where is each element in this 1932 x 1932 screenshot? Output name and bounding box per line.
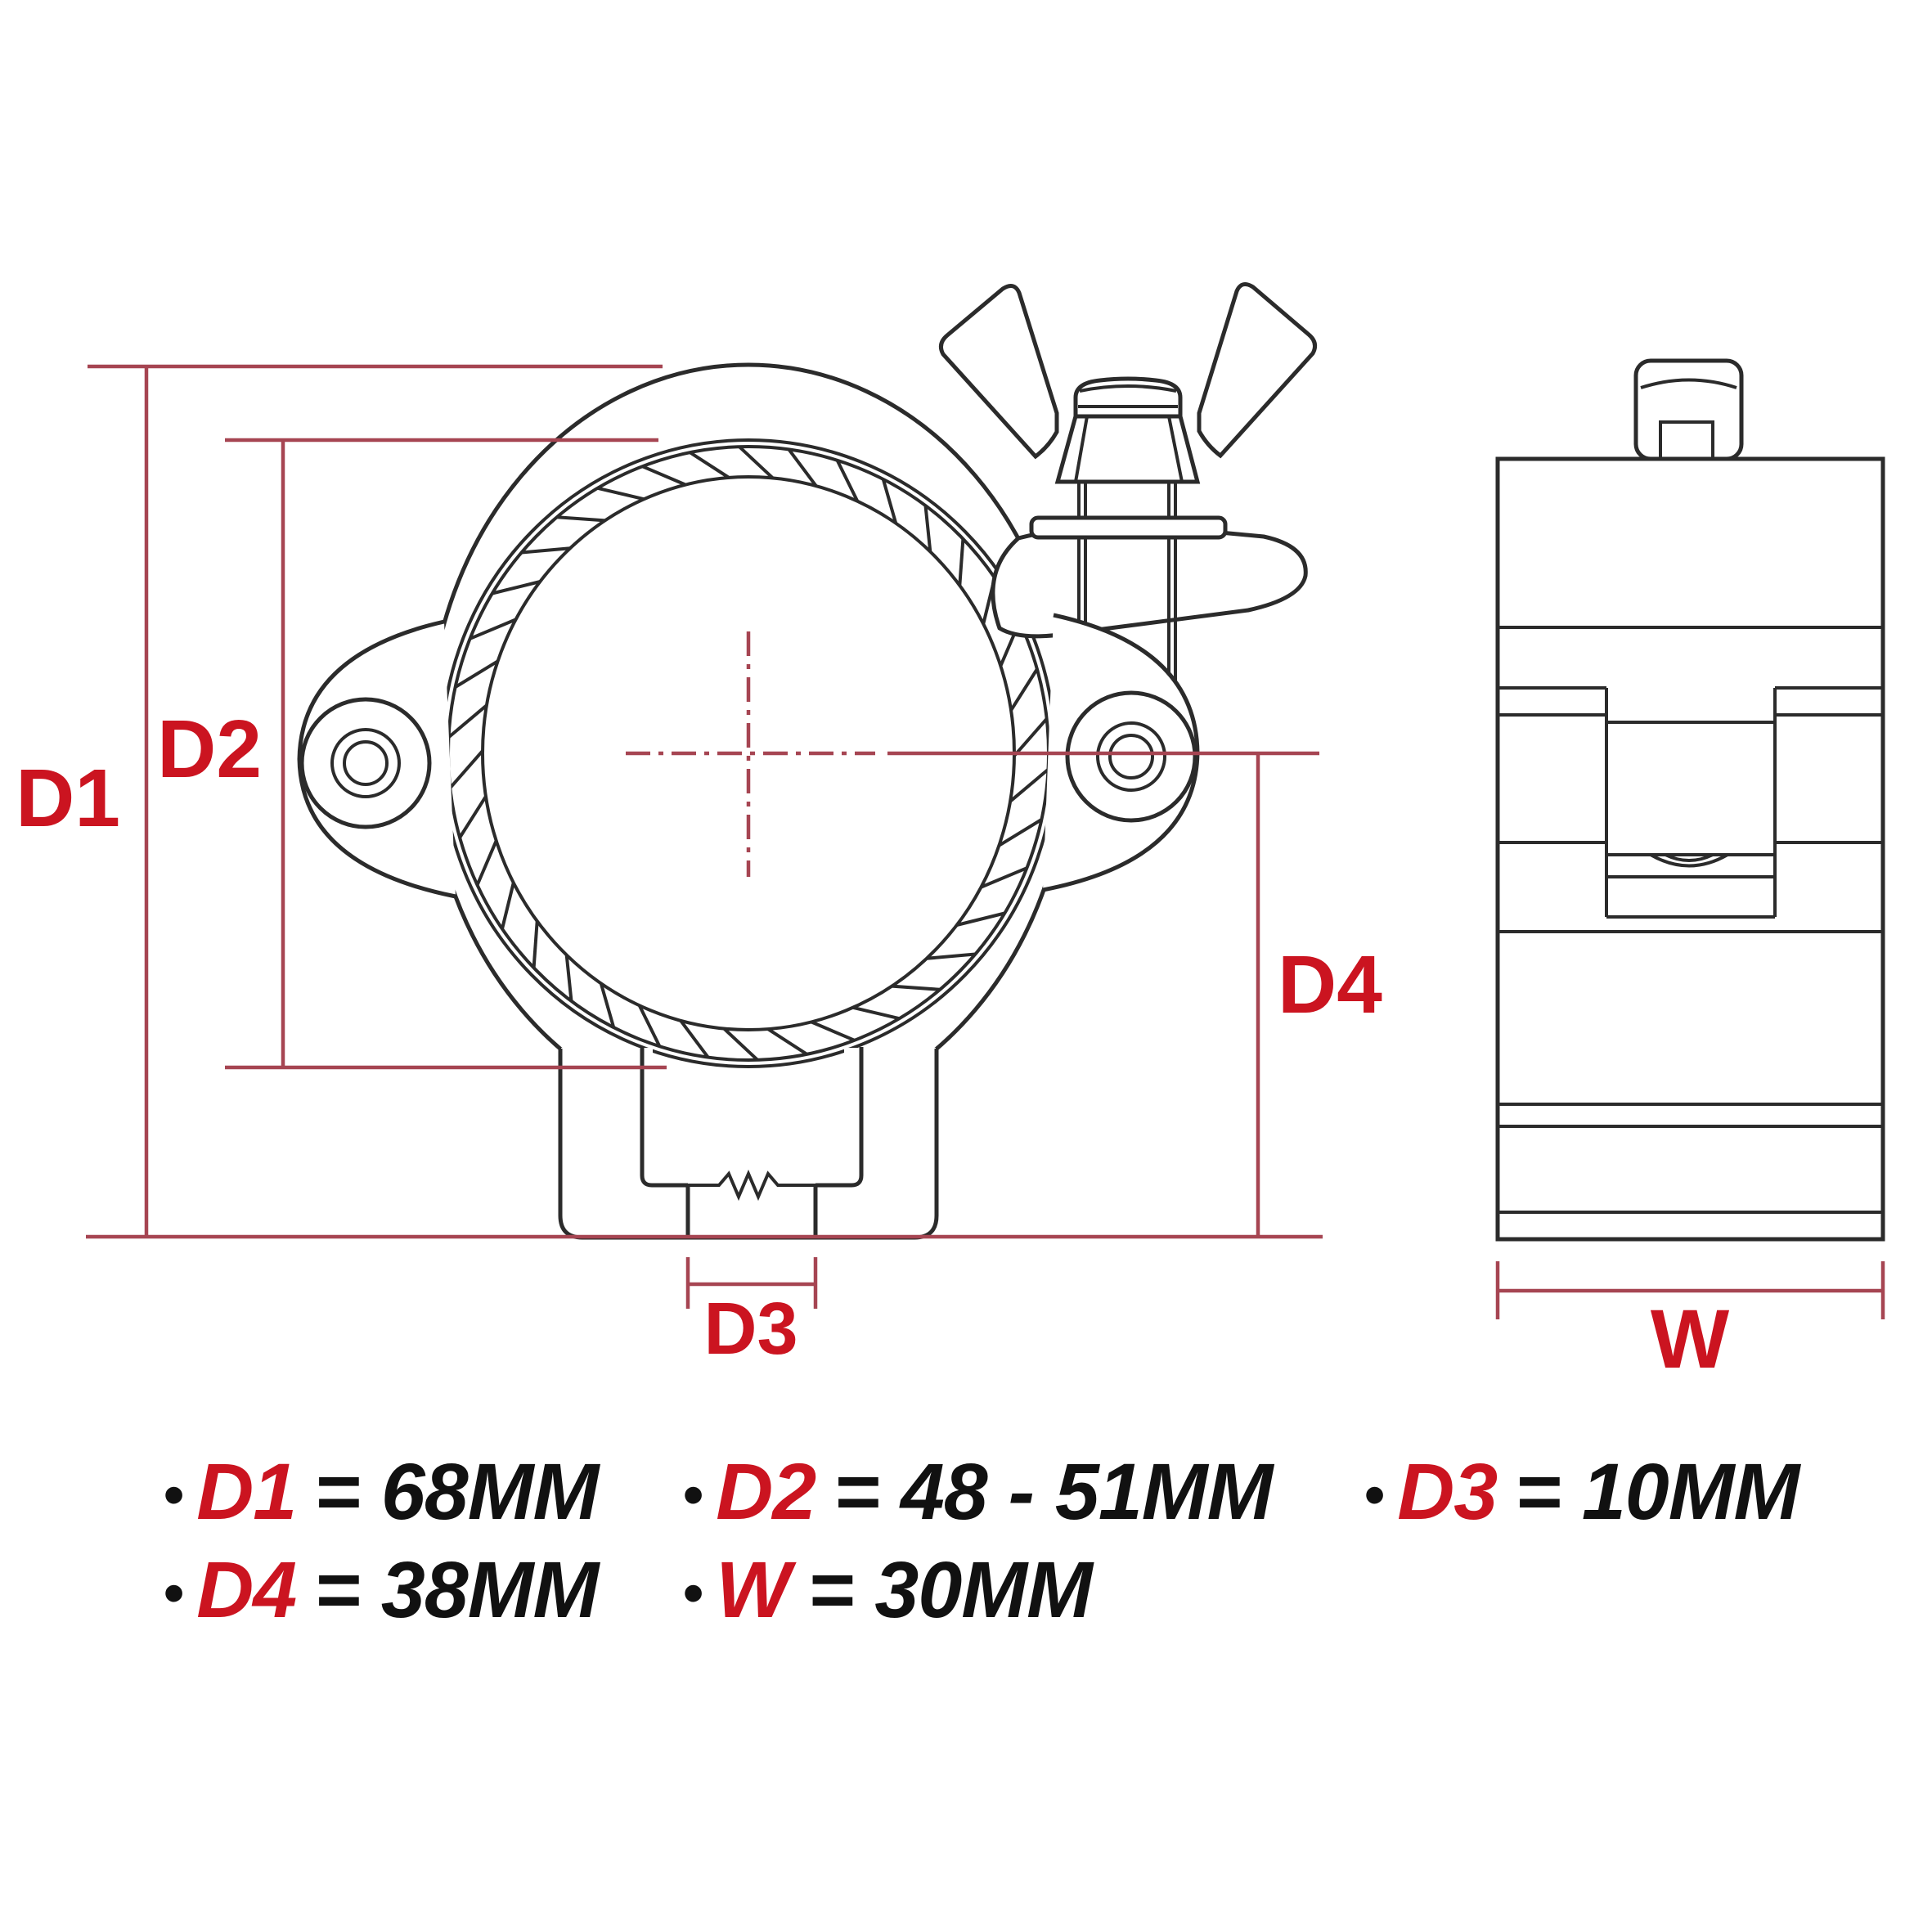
legend-w-label: W <box>716 1545 791 1634</box>
washer <box>1029 515 1228 540</box>
legend-d2-value: = 48 - 51MM <box>833 1447 1273 1536</box>
wing-left <box>938 283 1059 460</box>
dimension-labels: D1 D2 D3 D4 W <box>16 703 1730 1386</box>
legend-item-d3: • D3 = 10MM <box>1364 1446 1799 1538</box>
label-w: W <box>1651 1292 1730 1386</box>
side-tab-slot <box>1659 420 1714 461</box>
side-body <box>1495 456 1885 1242</box>
thread-zigzag <box>688 1169 815 1202</box>
nut-body <box>1054 414 1201 484</box>
clamp-lever-beak <box>991 523 1308 639</box>
nut-cap <box>1073 376 1183 419</box>
legend-item-d4: • D4 = 38MM <box>164 1544 599 1636</box>
legend-d1-label: D1 <box>196 1447 297 1536</box>
wing-right <box>1197 281 1318 459</box>
legend-w-value: = 30MM <box>807 1545 1093 1634</box>
legend-d3-value: = 10MM <box>1515 1447 1799 1536</box>
clamp-side-view <box>1495 358 1885 1242</box>
bullet-icon: • <box>1364 1462 1385 1528</box>
legend-d1-value: = 68MM <box>314 1447 599 1536</box>
label-d3: D3 <box>703 1288 798 1370</box>
legend-d4-label: D4 <box>196 1545 297 1634</box>
legend-d4-value: = 38MM <box>314 1545 599 1634</box>
legend-d3-label: D3 <box>1397 1447 1498 1536</box>
bullet-icon: • <box>683 1462 703 1528</box>
knurl-hatch-ticks <box>447 445 1049 1062</box>
legend-item-w: • W = 30MM <box>683 1544 1093 1636</box>
label-d2: D2 <box>157 703 262 795</box>
wing-nut <box>938 281 1318 484</box>
bullet-icon: • <box>164 1561 184 1626</box>
side-top-tab <box>1633 358 1744 461</box>
right-bolt-head <box>1096 721 1166 792</box>
bullet-icon: • <box>164 1462 184 1528</box>
bullet-icon: • <box>683 1561 703 1626</box>
left-hinge-lug <box>297 619 456 899</box>
legend-item-d1: • D1 = 68MM <box>164 1446 599 1538</box>
label-d4: D4 <box>1278 939 1382 1031</box>
legend-item-d2: • D2 = 48 - 51MM <box>683 1446 1273 1538</box>
left-bolt-head <box>330 728 401 798</box>
dimension-lines <box>86 364 1885 1319</box>
label-d1: D1 <box>16 753 120 844</box>
legend-d2-label: D2 <box>716 1447 816 1536</box>
clamp-front-view <box>297 281 1318 1240</box>
